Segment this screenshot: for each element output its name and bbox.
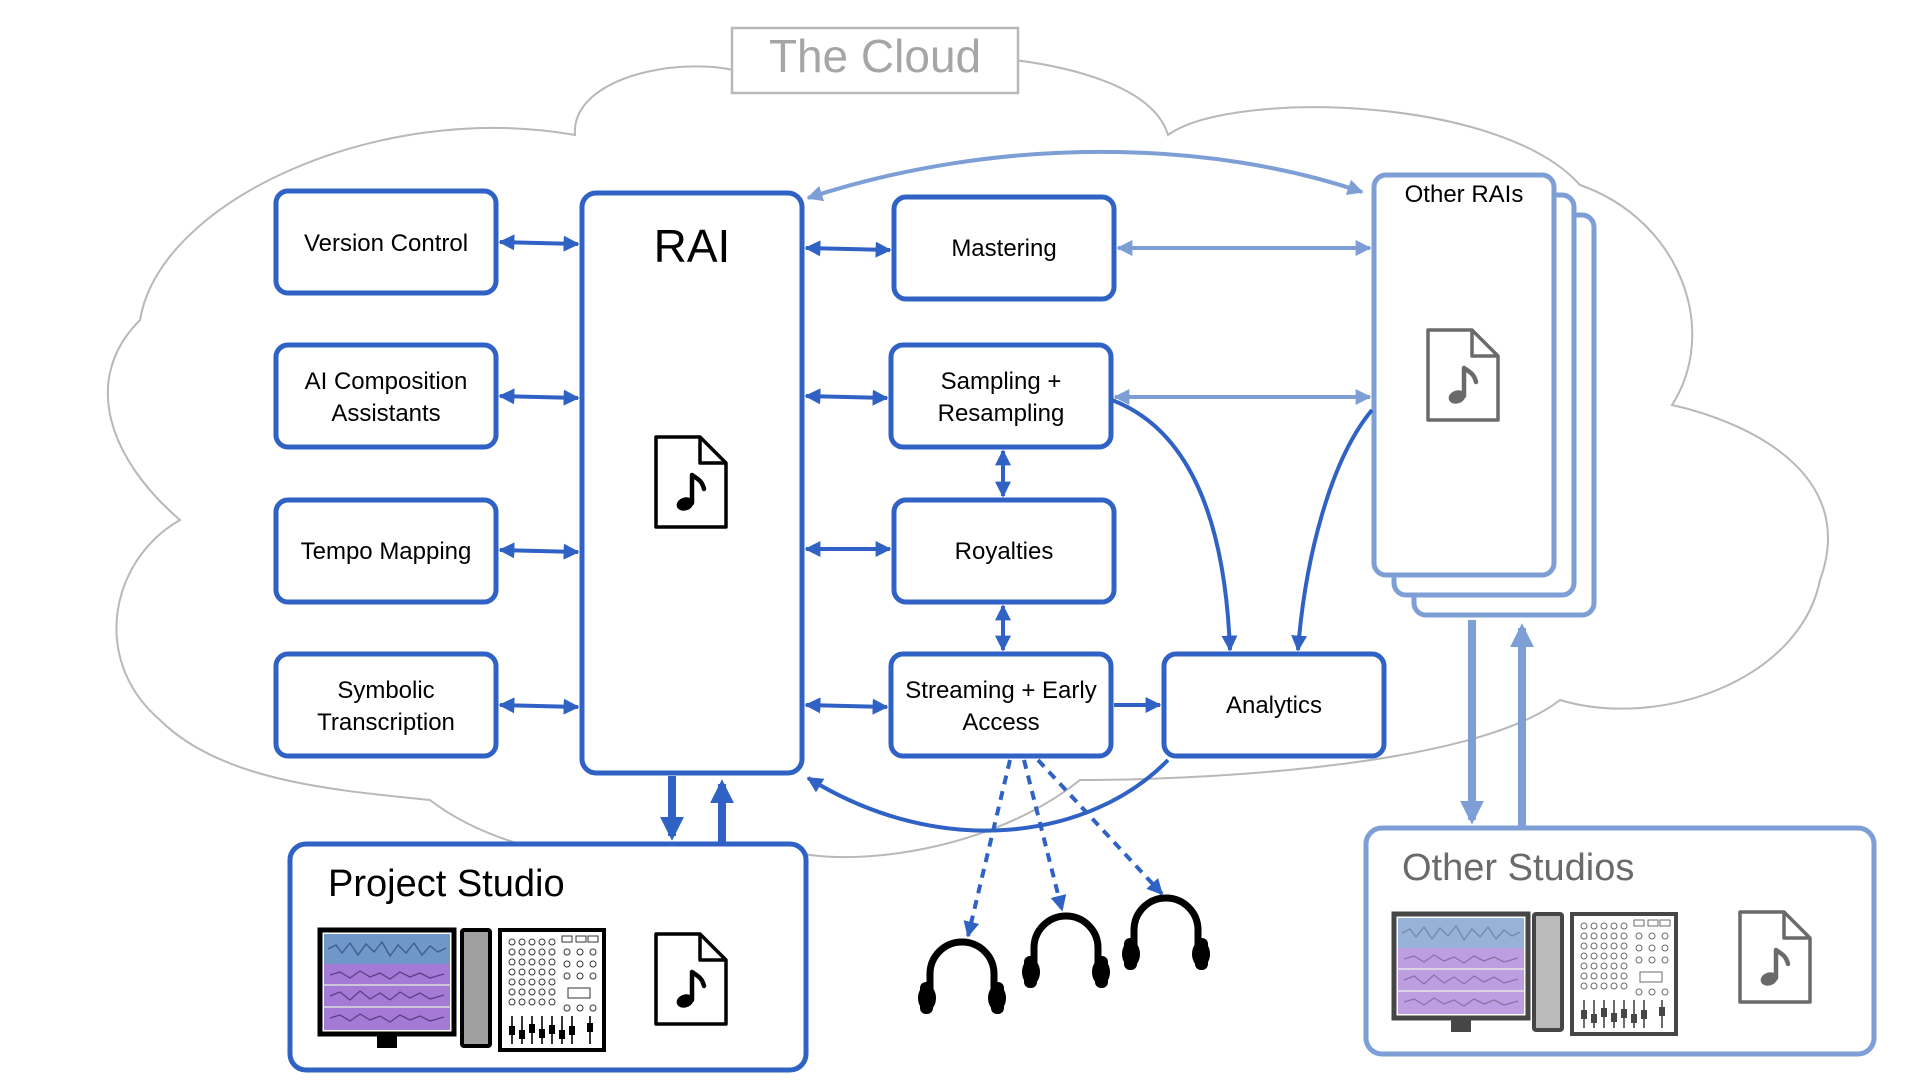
rai-music-file-icon [656,437,726,527]
project-studio-mixing-console-icon [498,928,606,1052]
ai-composition-label-line2: Assistants [331,400,440,427]
ai-composition-box [273,342,499,450]
other-studios-monitor-icon [1394,914,1528,1032]
cloud-title-box [730,26,1020,95]
streaming-label-line1: Streaming + Early [905,677,1096,704]
analytics-label: Analytics [1226,692,1322,719]
analytics-box [1161,651,1387,759]
other-studios-computer-tower-icon [1532,912,1564,1032]
mastering-label: Mastering [951,235,1056,262]
arrow-stream-headphones-1 [963,759,1012,938]
other-studios-music-file-icon [1740,912,1810,1002]
sampling-box [888,342,1114,450]
ai-composition-label-line1: AI Composition [305,368,468,395]
royalties-label: Royalties [955,538,1054,565]
arrow-other-rais-analytics [1291,408,1374,652]
project-studio-computer-tower-icon [460,928,492,1048]
other-rai-music-file-icon [1428,330,1498,420]
arrow-rai-other-rais [806,149,1364,202]
headphones-icon-3 [1122,898,1210,970]
headphones-icon-2 [1022,916,1110,988]
other-studios-mixing-console-icon [1570,912,1678,1036]
streaming-label-line2: Access [962,709,1039,736]
project-studio-title: Project Studio [328,863,565,905]
other-rais-title: Other RAIs [1405,181,1524,208]
cloud-title: The Cloud [769,30,981,82]
arrow-rai-streaming [804,697,889,715]
arrow-tempo-mapping-rai [498,542,580,560]
project-studio-music-file-icon [656,934,726,1024]
version-control-box [273,188,499,296]
arrow-symbolic-rai [498,697,580,715]
arrow-rai-sampling [804,388,889,406]
tempo-mapping-label: Tempo Mapping [301,538,472,565]
arrow-rai-mastering [804,240,892,258]
arrow-stream-headphones-3 [1036,758,1164,896]
project-studio-monitor-icon [320,930,454,1048]
sampling-label-line1: Sampling + [941,368,1062,395]
rai-title: RAI [654,220,731,272]
symbolic-transcription-label-line2: Transcription [317,709,455,736]
sampling-label-line2: Resampling [938,400,1065,427]
arrow-version-control-rai [498,234,580,252]
streaming-box [888,651,1114,759]
arrow-sampling-analytics [1111,398,1238,652]
arrow-ai-composition-rai [498,388,580,406]
arrow-stream-headphones-2 [1022,759,1067,912]
version-control-label: Version Control [304,230,468,257]
royalties-box [891,497,1117,605]
other-studios-title: Other Studios [1402,847,1634,889]
tempo-mapping-box [273,497,499,605]
symbolic-transcription-box [273,651,499,759]
arrow-analytics-rai [806,758,1170,833]
headphones-icon-1 [918,942,1006,1014]
symbolic-transcription-label-line1: Symbolic [337,677,434,704]
